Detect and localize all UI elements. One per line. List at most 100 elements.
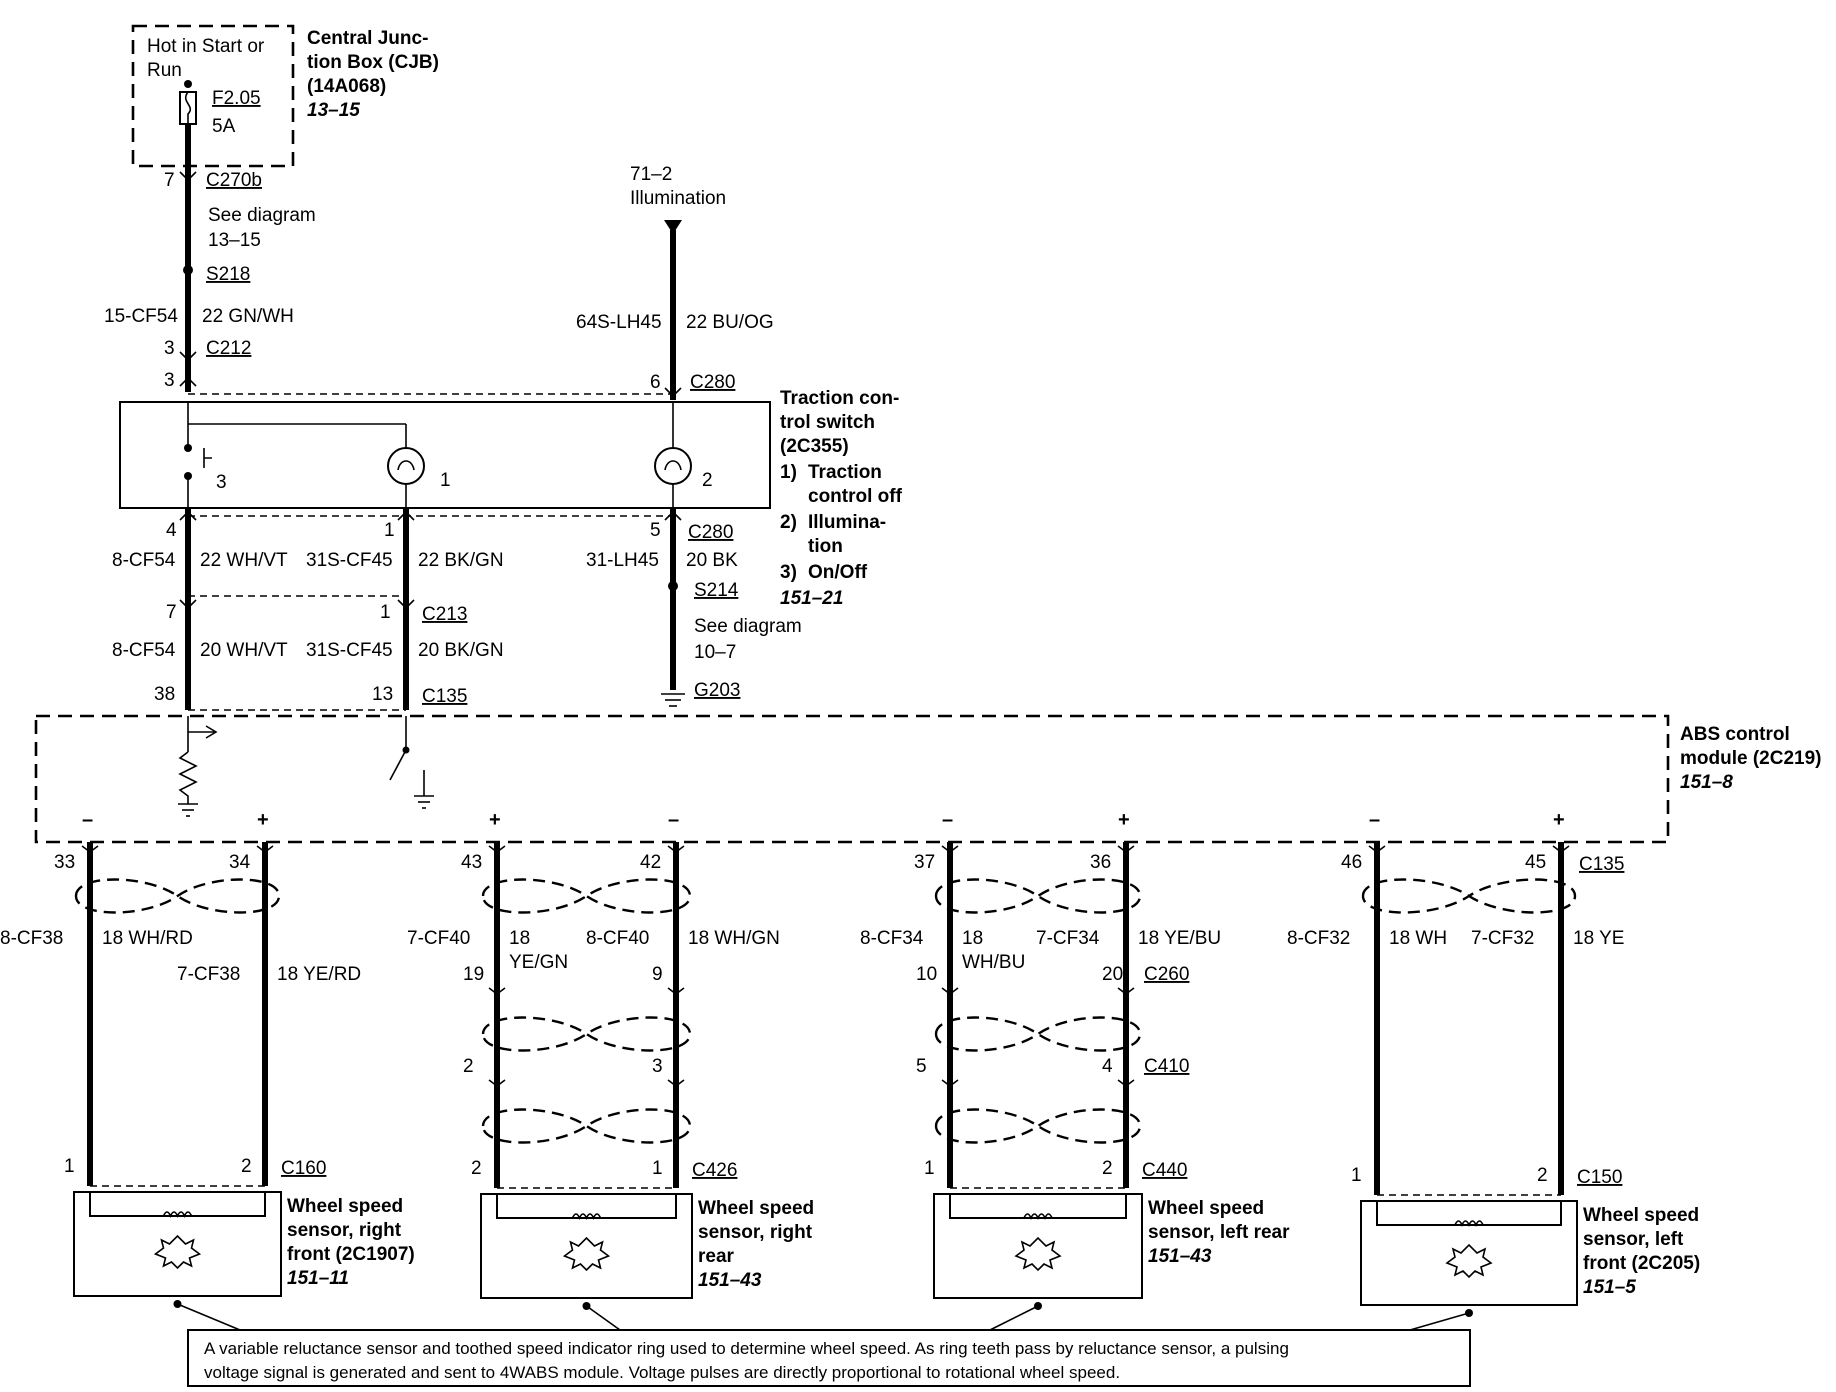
- sensor-2-c410-mark-right: [667, 1079, 685, 1087]
- c135-label-top: C135: [422, 686, 467, 707]
- sensor-1-twisted-pair-icon: [74, 878, 281, 914]
- sensor-2-note-arrow-head: [582, 1302, 591, 1310]
- tcs-item-2-line-1: Illumina-: [808, 512, 886, 533]
- sensor-4-note-arrow-head: [1465, 1309, 1473, 1317]
- cjb-hot-label-2: Run: [147, 60, 182, 81]
- sensor-4-tone-ring-icon: [1445, 1243, 1493, 1279]
- sensor-4-wire-color-left: 18 WH: [1389, 928, 1447, 949]
- sensor-3-sensor-pin-left: 1: [924, 1158, 935, 1179]
- tcs-title-1: Traction con-: [780, 388, 899, 409]
- sensor-3-c135-pin-left: 37: [914, 852, 935, 873]
- c270b-mark: [179, 171, 197, 182]
- note-line-2: voltage signal is generated and sent to …: [204, 1363, 1120, 1382]
- sensor-3-twisted-pair-icon-3: [934, 1108, 1142, 1144]
- sensor-4-c135-pin-left: 46: [1341, 852, 1362, 873]
- c270b-pin: 7: [164, 170, 175, 191]
- wire-22-bk-gn: 22 BK/GN: [418, 550, 504, 571]
- sensor-2-c410-pin-left: 2: [463, 1056, 474, 1077]
- sensor-2-ref: 151–43: [698, 1270, 762, 1291]
- circuit-8-cf54-a: 8-CF54: [112, 550, 176, 571]
- sensor-4-sensor-pin-left: 1: [1351, 1165, 1362, 1186]
- sensor-1-polarity-left: –: [82, 809, 93, 831]
- fuse-rating: 5A: [212, 116, 236, 137]
- tcs-title-2: trol switch: [780, 412, 875, 433]
- feed-circuit: 15-CF54: [104, 306, 178, 327]
- illum-ref: 71–2: [630, 164, 672, 185]
- s214-label: S214: [694, 580, 739, 601]
- sensor-2-tone-ring-icon: [562, 1236, 611, 1272]
- ground-icon: [661, 693, 685, 707]
- sensor-1-coil-housing: [89, 1191, 266, 1217]
- sensor-3-note-arrow: [989, 1305, 1039, 1331]
- sensor-2-c260-pin-right: 9: [652, 964, 663, 985]
- fuse-top-dot: [184, 80, 192, 88]
- wire-20-wh-vt: 20 WH/VT: [200, 640, 288, 661]
- sensor-3-note-arrow-head: [1034, 1302, 1042, 1310]
- sensor-2-c410-pin-right: 3: [652, 1056, 663, 1077]
- sensor-1-wire-color-left: 18 WH/RD: [102, 928, 193, 949]
- sensor-2-note-arrow: [586, 1305, 621, 1331]
- circuit-31s-cf45-a: 31S-CF45: [306, 550, 393, 571]
- sensor-3-c410-mark-left: [941, 1079, 959, 1087]
- sensor-3-twisted-pair-icon-2: [934, 1016, 1142, 1052]
- cjb-title-2: tion Box (CJB): [307, 52, 439, 73]
- sw-out-mark-a: [179, 510, 197, 521]
- sensor-3-c260-mark-right: [1117, 987, 1135, 995]
- sensor-3-coil-housing: [949, 1193, 1127, 1219]
- sensor-4-name-1: Wheel speed: [1583, 1205, 1699, 1226]
- sensor-3-c135-pin-right: 36: [1090, 852, 1111, 873]
- sensor-2-coil-housing: [496, 1193, 677, 1219]
- illum-circuit: 64S-LH45: [576, 312, 662, 333]
- feed-wire-color: 22 GN/WH: [202, 306, 294, 327]
- sensor-3-circuit-left: 8-CF34: [860, 928, 924, 949]
- sensor-1-sensor-box: [73, 1191, 282, 1297]
- fuse-icon: [179, 91, 197, 125]
- tcs-ref: 151–21: [780, 588, 843, 609]
- sensor-4-polarity-left: –: [1369, 809, 1380, 831]
- sensor-2-wire-color-right: 18 WH/GN: [688, 928, 780, 949]
- tcs-item-2-number: 2): [780, 512, 797, 533]
- module-ground-icon-2: [414, 795, 434, 809]
- sensor-4-polarity-right: +: [1553, 809, 1565, 831]
- cjb-box: [131, 24, 295, 168]
- sensor-3-twisted-pair-icon: [934, 878, 1142, 914]
- sensor-4-name-2: sensor, left: [1583, 1229, 1684, 1250]
- illum-c280-mark: [664, 387, 682, 398]
- tcs-item-3-number: 3): [780, 562, 797, 583]
- sensor-3-sensor-pin-right: 2: [1102, 1158, 1113, 1179]
- sensor-1-note-arrow-head: [173, 1300, 182, 1308]
- c212-mark-lower: [179, 376, 197, 387]
- illum-wire-color: 22 BU/OG: [686, 312, 774, 333]
- sensor-3-polarity-left: –: [942, 809, 953, 831]
- sensor-3-c135-mark-right: [1117, 845, 1135, 853]
- sensor-3-c260-mark-left: [941, 987, 959, 995]
- lamp-number-2: 2: [702, 470, 713, 491]
- sensor-4-wire-color-right: 18 YE: [1573, 928, 1624, 949]
- c212-label: C212: [206, 338, 251, 359]
- sensor-2-sensor-box: [480, 1193, 693, 1299]
- c212-pin-bottom: 3: [164, 370, 175, 391]
- lamp-1-icon: [387, 447, 425, 485]
- cjb-hot-label-1: Hot in Start or: [147, 36, 265, 57]
- lamp-2-icon: [654, 447, 692, 485]
- sw-out-c280-label: C280: [688, 522, 733, 543]
- circuit-8-cf54-b: 8-CF54: [112, 640, 176, 661]
- sensor-3-connector-label: C440: [1142, 1160, 1187, 1181]
- sensor-1-ref: 151–11: [287, 1268, 349, 1289]
- sensor-3-polarity-right: +: [1118, 809, 1130, 831]
- s218-label: S218: [206, 264, 250, 285]
- sensor-4-name-3: front (2C205): [1583, 1253, 1700, 1274]
- sensor-4-ref: 151–5: [1583, 1277, 1636, 1298]
- wire-22-wh-vt: 22 WH/VT: [200, 550, 288, 571]
- sensor-2-name-2: sensor, right: [698, 1222, 813, 1243]
- sensor-2-twisted-pair-icon-2: [481, 1016, 692, 1052]
- cjb-part-number: (14A068): [307, 76, 386, 97]
- note-arrows: [173, 1300, 1473, 1331]
- sensor-1-c135-pin-right: 34: [229, 852, 251, 873]
- c135-pin-38: 38: [154, 684, 175, 705]
- note-line-1: A variable reluctance sensor and toothed…: [204, 1339, 1289, 1358]
- sensor-3-name-1: Wheel speed: [1148, 1198, 1264, 1219]
- abs-module-box: [34, 714, 1670, 844]
